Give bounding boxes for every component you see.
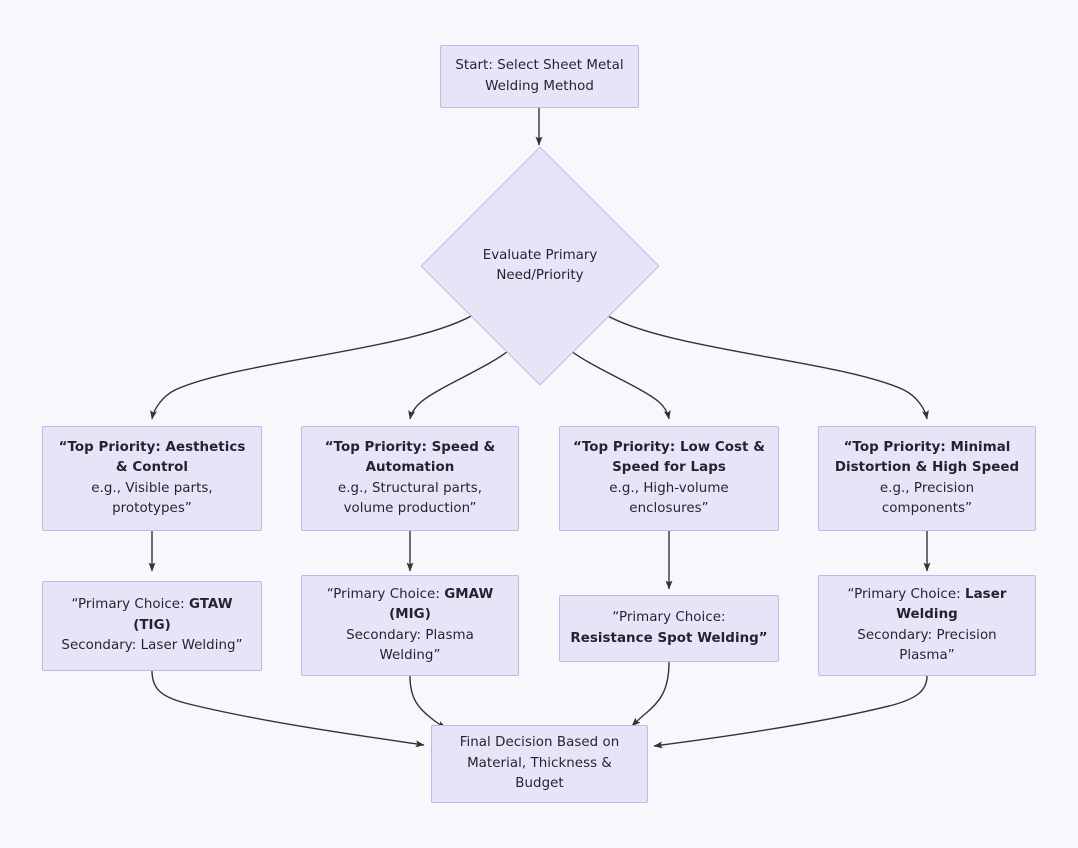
node-choice-spot-text: “Primary Choice: Resistance Spot Welding…: [560, 608, 778, 649]
choice-laser-line3: Secondary: Precision: [857, 627, 997, 643]
node-priority-distortion-text: “Top Priority: Minimal Distortion & High…: [819, 438, 1035, 520]
node-decision-text: Evaluate Primary Need/Priority: [483, 246, 598, 287]
node-decision[interactable]: Evaluate Primary Need/Priority: [420, 146, 660, 386]
choice-laser-line4: Plasma”: [899, 648, 955, 663]
priority-distortion-line3: e.g., Precision: [879, 480, 975, 496]
node-priority-aesthetics[interactable]: “Top Priority: Aesthetics & Control e.g.…: [42, 426, 262, 531]
edge-gmaw-to-final: [409, 675, 447, 729]
priority-distortion-line1: “Top Priority: Minimal: [843, 439, 1011, 455]
node-priority-speed-text: “Top Priority: Speed & Automation e.g., …: [302, 438, 518, 520]
choice-laser-bold1: Laser: [965, 586, 1007, 602]
node-final-decision[interactable]: Final Decision Based on Material, Thickn…: [431, 725, 648, 803]
node-choice-spot[interactable]: “Primary Choice: Resistance Spot Welding…: [559, 595, 779, 662]
choice-gmaw-prefix: “Primary Choice:: [326, 586, 445, 602]
choice-gtaw-bold2: (TIG): [133, 617, 171, 633]
priority-aesthetics-line3: e.g., Visible parts,: [91, 480, 213, 496]
node-decision-line1: Evaluate Primary: [482, 247, 598, 263]
choice-gmaw-bold2: (MIG): [389, 607, 431, 622]
priority-aesthetics-line2: & Control: [115, 460, 189, 475]
node-choice-laser[interactable]: “Primary Choice: Laser Welding Secondary…: [818, 575, 1036, 676]
priority-speed-line1: “Top Priority: Speed &: [324, 439, 496, 455]
final-line1: Final Decision Based on: [459, 735, 620, 751]
node-priority-speed[interactable]: “Top Priority: Speed & Automation e.g., …: [301, 426, 519, 531]
priority-aesthetics-line4: prototypes”: [112, 501, 192, 516]
node-final-decision-text: Final Decision Based on Material, Thickn…: [432, 733, 647, 795]
choice-gmaw-line4: Welding”: [379, 648, 441, 663]
priority-lowcost-line2: Speed for Laps: [612, 460, 726, 475]
node-choice-laser-text: “Primary Choice: Laser Welding Secondary…: [819, 585, 1035, 667]
node-priority-distortion[interactable]: “Top Priority: Minimal Distortion & High…: [818, 426, 1036, 531]
priority-distortion-line2: Distortion & High Speed: [834, 460, 1020, 475]
choice-spot-line1: “Primary Choice:: [612, 610, 726, 625]
edge-spot-to-final: [631, 661, 670, 727]
priority-lowcost-line1: “Top Priority: Low Cost &: [573, 439, 765, 455]
edge-laser-to-final: [653, 675, 928, 749]
node-priority-aesthetics-text: “Top Priority: Aesthetics & Control e.g.…: [43, 438, 261, 520]
priority-speed-line4: volume production”: [343, 501, 477, 516]
final-line2: Material, Thickness &: [467, 755, 612, 771]
choice-laser-bold2: Welding: [896, 607, 958, 622]
node-start-line2: Welding Method: [485, 78, 594, 94]
choice-gmaw-bold1: GMAW: [444, 586, 494, 602]
node-decision-line2: Need/Priority: [496, 268, 584, 283]
priority-lowcost-line4: enclosures”: [629, 501, 709, 516]
node-start[interactable]: Start: Select Sheet Metal Welding Method: [440, 45, 639, 108]
node-choice-gtaw[interactable]: “Primary Choice: GTAW (TIG) Secondary: L…: [42, 581, 262, 671]
node-choice-gmaw[interactable]: “Primary Choice: GMAW (MIG) Secondary: P…: [301, 575, 519, 676]
choice-gtaw-bold1: GTAW: [188, 597, 233, 613]
choice-spot-bold1: Resistance Spot Welding”: [570, 630, 768, 646]
priority-distortion-line4: components”: [881, 501, 973, 516]
priority-lowcost-line3: e.g., High-volume: [609, 480, 729, 496]
node-start-text: Start: Select Sheet Metal Welding Method: [441, 56, 638, 97]
priority-speed-line2: Automation: [365, 460, 455, 475]
choice-gmaw-line3: Secondary: Plasma: [346, 627, 474, 643]
node-priority-lowcost-text: “Top Priority: Low Cost & Speed for Laps…: [560, 438, 778, 520]
node-choice-gmaw-text: “Primary Choice: GMAW (MIG) Secondary: P…: [302, 585, 518, 667]
node-priority-lowcost[interactable]: “Top Priority: Low Cost & Speed for Laps…: [559, 426, 779, 531]
node-start-line1: Start: Select Sheet Metal: [455, 58, 624, 73]
choice-gtaw-line3: Secondary: Laser Welding”: [61, 638, 243, 654]
choice-laser-prefix: “Primary Choice:: [847, 586, 965, 602]
priority-speed-line3: e.g., Structural parts,: [337, 480, 483, 496]
priority-aesthetics-line1: “Top Priority: Aesthetics: [58, 439, 246, 455]
edge-gtaw-to-final: [151, 670, 425, 748]
final-line3: Budget: [515, 776, 564, 792]
node-choice-gtaw-text: “Primary Choice: GTAW (TIG) Secondary: L…: [43, 595, 261, 657]
choice-gtaw-prefix: “Primary Choice:: [71, 597, 189, 613]
